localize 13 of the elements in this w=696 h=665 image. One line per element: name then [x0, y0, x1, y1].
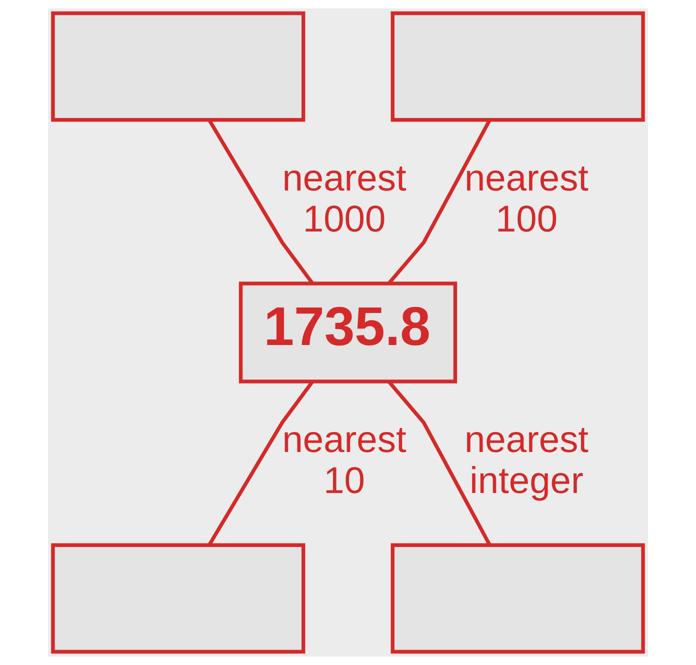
edge-label: nearest integer: [464, 418, 589, 502]
connector: [388, 380, 492, 546]
node-box: 1735.8: [238, 282, 458, 384]
node-box: [390, 11, 645, 122]
node-box: [390, 543, 645, 654]
connector: [208, 119, 314, 284]
node-box: [51, 543, 306, 654]
edge-label: nearest 1000: [282, 156, 406, 240]
edge-label: nearest 100: [464, 156, 589, 240]
edge-label: nearest 10: [282, 418, 406, 502]
connector: [208, 380, 314, 546]
node-box: [51, 11, 306, 122]
connector: [388, 119, 492, 285]
